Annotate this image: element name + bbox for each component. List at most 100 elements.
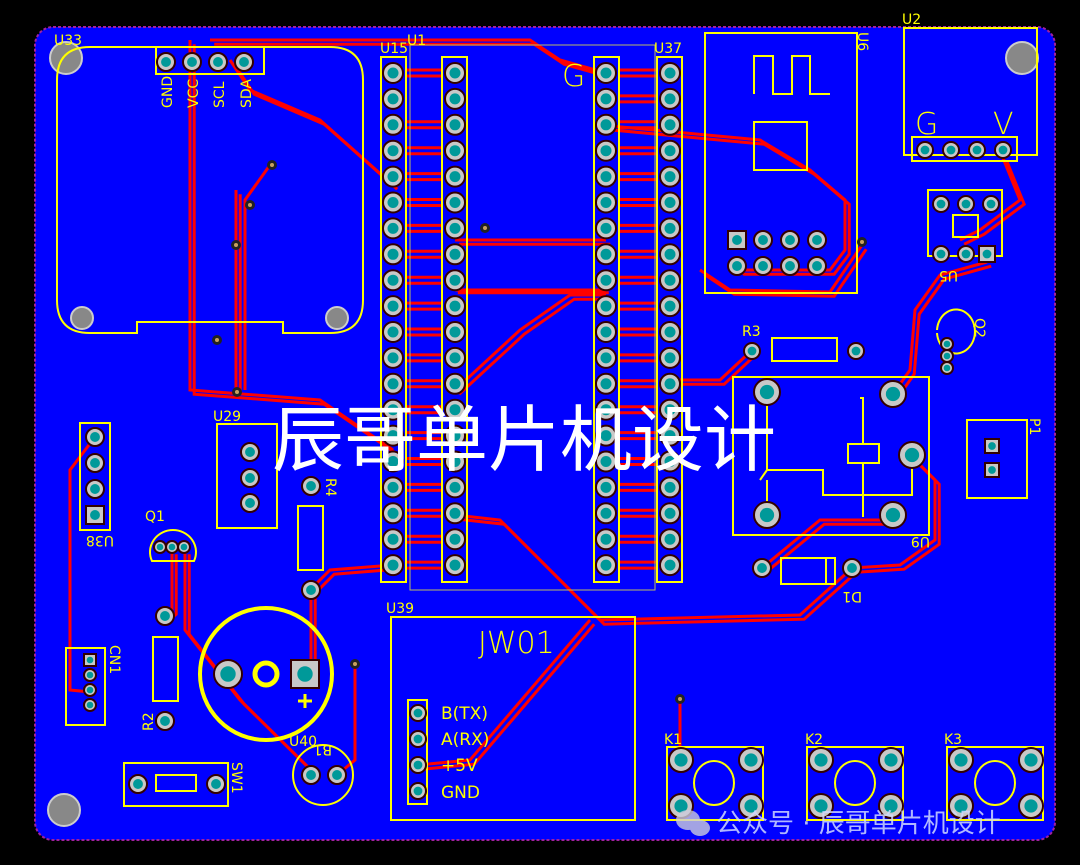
trace bbox=[856, 460, 941, 574]
k1-ref: K1 bbox=[664, 732, 682, 748]
cn1-outline bbox=[65, 647, 106, 726]
pad bbox=[182, 52, 202, 72]
d1-ref: D1 bbox=[842, 588, 862, 604]
via bbox=[480, 223, 490, 233]
u15-ref: U15 bbox=[380, 41, 408, 57]
u29-outline bbox=[216, 423, 278, 529]
u39-pin-arx: A(RX) bbox=[441, 730, 489, 750]
b1-outline bbox=[292, 744, 354, 806]
pad bbox=[1018, 793, 1044, 819]
pad bbox=[382, 450, 404, 473]
pad bbox=[595, 295, 617, 318]
pad bbox=[878, 793, 904, 819]
pad bbox=[213, 659, 243, 689]
k3-ref: K3 bbox=[944, 732, 962, 748]
u2-g-label: G bbox=[915, 107, 938, 142]
u37-ref: U37 bbox=[654, 41, 682, 57]
q1-ref: Q1 bbox=[145, 509, 165, 525]
pad bbox=[208, 52, 228, 72]
pad bbox=[595, 165, 617, 188]
u33-outline bbox=[56, 46, 364, 334]
u33-header-outline bbox=[155, 46, 265, 75]
u40-ref: U40 bbox=[289, 734, 317, 750]
pad bbox=[83, 668, 97, 682]
r4-body bbox=[297, 505, 324, 571]
pad bbox=[659, 62, 681, 84]
mounting-hole bbox=[1005, 41, 1039, 75]
pad bbox=[957, 245, 975, 263]
r2-ref: R2 bbox=[141, 712, 157, 731]
pad bbox=[444, 62, 466, 84]
pad bbox=[382, 113, 404, 136]
pad bbox=[595, 269, 617, 292]
pad bbox=[382, 476, 404, 499]
u1-ref: U1 bbox=[407, 33, 426, 49]
pad bbox=[595, 554, 617, 577]
pad bbox=[878, 747, 904, 773]
pad bbox=[240, 468, 260, 488]
k1-switch[interactable]: K1 bbox=[664, 732, 764, 821]
k3-switch[interactable]: K3 bbox=[944, 732, 1044, 821]
pad bbox=[727, 230, 747, 250]
pad bbox=[842, 558, 862, 578]
trace bbox=[895, 264, 992, 400]
pad bbox=[659, 191, 681, 214]
pad bbox=[409, 782, 427, 800]
pad bbox=[916, 141, 934, 159]
u6-outline bbox=[704, 32, 858, 294]
pad bbox=[382, 398, 404, 421]
pad bbox=[659, 528, 681, 551]
trace bbox=[670, 350, 752, 382]
pad bbox=[668, 747, 694, 773]
wechat-icon bbox=[676, 810, 710, 836]
pad bbox=[595, 62, 617, 84]
watermark-footer: 公众号 · 辰哥单片机设计 bbox=[716, 809, 1001, 839]
trace bbox=[459, 517, 856, 626]
pad bbox=[382, 217, 404, 240]
cn1-ref: CN1 bbox=[106, 645, 122, 674]
board-outline bbox=[34, 26, 1056, 841]
via bbox=[350, 659, 360, 669]
pad bbox=[780, 230, 800, 250]
pad bbox=[382, 554, 404, 577]
pad bbox=[659, 113, 681, 136]
pad bbox=[595, 450, 617, 473]
trace bbox=[192, 44, 399, 456]
q2-ref: Q2 bbox=[971, 318, 987, 338]
pad bbox=[780, 256, 800, 276]
u39-title: JW01 bbox=[478, 626, 555, 661]
r3-ref: R3 bbox=[742, 324, 761, 340]
pad bbox=[940, 349, 954, 363]
u5-body bbox=[952, 214, 979, 238]
trace bbox=[68, 436, 97, 694]
pad bbox=[444, 424, 466, 447]
pad bbox=[444, 113, 466, 136]
pad bbox=[444, 87, 466, 110]
pad bbox=[595, 528, 617, 551]
pad bbox=[595, 217, 617, 240]
pad bbox=[444, 321, 466, 343]
pad bbox=[898, 441, 926, 469]
pad bbox=[444, 476, 466, 499]
u9-ref: U9 bbox=[911, 533, 930, 549]
pad bbox=[595, 476, 617, 499]
via bbox=[232, 387, 242, 397]
pad bbox=[659, 217, 681, 240]
trace bbox=[453, 293, 606, 392]
k2-switch[interactable]: K2 bbox=[805, 732, 904, 821]
trace bbox=[313, 567, 398, 596]
trace bbox=[959, 157, 1022, 242]
pad bbox=[409, 756, 427, 774]
u6-antenna bbox=[753, 55, 830, 95]
pad bbox=[659, 502, 681, 525]
pad bbox=[978, 245, 996, 263]
mounting-hole bbox=[70, 306, 94, 330]
trace bbox=[674, 355, 756, 386]
pad bbox=[595, 346, 617, 369]
via bbox=[675, 694, 685, 704]
u2-header-outline bbox=[911, 136, 1018, 162]
pad bbox=[83, 683, 97, 697]
pad-layer bbox=[83, 52, 1044, 819]
pad bbox=[595, 139, 617, 162]
